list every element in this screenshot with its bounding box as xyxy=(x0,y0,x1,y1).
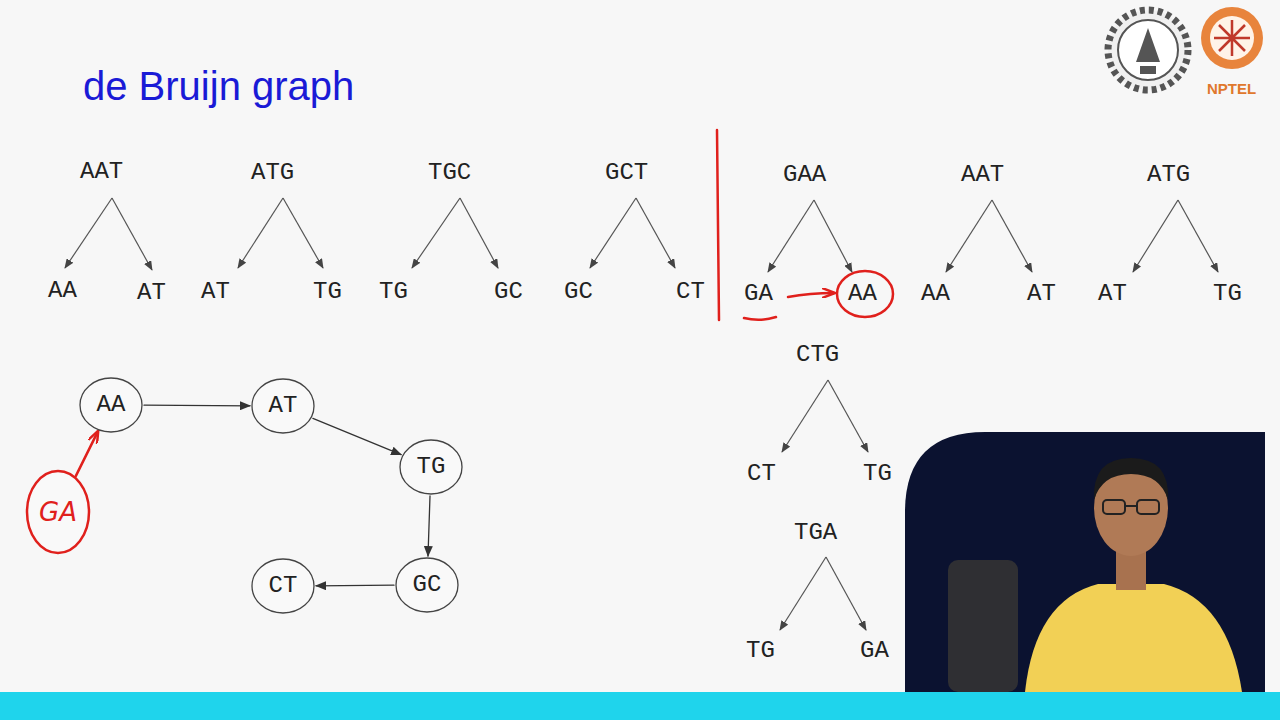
nptel-logo xyxy=(1201,7,1263,69)
edge-arrow xyxy=(313,418,401,454)
prefix-suffix-label: AT xyxy=(1098,282,1127,306)
split-line xyxy=(1178,200,1218,272)
circle-shape xyxy=(252,379,314,433)
prefix-suffix-label: AA xyxy=(48,279,77,303)
prefix-suffix-label: TG xyxy=(1213,282,1242,306)
circle-shape xyxy=(252,559,314,613)
kmer-label: ATG xyxy=(251,161,294,185)
bridge xyxy=(1125,505,1137,507)
logo-text: NPTEL xyxy=(1207,81,1256,96)
node-label: GC xyxy=(413,573,442,597)
red-edge-arrow xyxy=(76,432,98,476)
split-line xyxy=(112,198,152,270)
node-label: GA xyxy=(39,499,77,525)
red-circle xyxy=(837,271,893,317)
split-line xyxy=(828,380,868,452)
split-line xyxy=(814,200,852,272)
slide-title: de Bruijn graph xyxy=(83,64,354,108)
node-label: CT xyxy=(269,574,298,598)
lens xyxy=(1137,500,1159,514)
kmer-label: CTG xyxy=(796,343,839,367)
graph-node-circle: GA xyxy=(26,470,90,554)
edge-arrow xyxy=(144,405,250,407)
prefix-suffix-label: CT xyxy=(676,280,705,304)
split-line xyxy=(636,198,675,268)
presenter-video xyxy=(905,432,1265,692)
prefix-suffix-label: AA xyxy=(848,282,877,306)
kmer-label: GCT xyxy=(605,161,648,185)
nptel-disc xyxy=(1201,7,1263,69)
graph-node-circle: AT xyxy=(251,378,315,434)
graph-node-circle: TG xyxy=(399,439,463,495)
nptel-inner xyxy=(1210,16,1254,60)
split-line xyxy=(826,557,866,630)
prefix-suffix-label: TG xyxy=(313,280,342,304)
red-annotations xyxy=(717,130,893,320)
prefix-suffix-label: GA xyxy=(860,639,889,663)
graph-node-circle: CT xyxy=(251,558,315,614)
edge-arrow xyxy=(428,496,430,556)
hair xyxy=(1094,458,1168,500)
split-line xyxy=(460,198,498,268)
node-label: AA xyxy=(97,393,126,417)
gear-inner xyxy=(1118,20,1178,80)
node-label: AT xyxy=(269,394,298,418)
glasses xyxy=(1103,500,1159,514)
prefix-suffix-label: TG xyxy=(746,639,775,663)
split-line xyxy=(946,200,992,272)
prefix-suffix-label: TG xyxy=(863,462,892,486)
divider-line xyxy=(717,130,719,320)
emblem xyxy=(1136,28,1160,74)
split-line xyxy=(412,198,460,268)
kmer-label: AAT xyxy=(80,160,123,184)
circle-shape xyxy=(396,558,458,612)
red-arrow xyxy=(788,293,834,297)
iit-logo xyxy=(1108,10,1188,90)
prefix-suffix-label: AT xyxy=(1027,282,1056,306)
prefix-suffix-label: AT xyxy=(137,281,166,305)
prefix-suffix-label: GC xyxy=(564,280,593,304)
node-label: TG xyxy=(417,455,446,479)
lens xyxy=(1103,500,1125,514)
prefix-suffix-label: TG xyxy=(379,280,408,304)
prefix-suffix-label: AA xyxy=(921,282,950,306)
graph-node-circle: AA xyxy=(79,377,143,433)
edge-arrow xyxy=(316,585,394,587)
prefix-suffix-label: GA xyxy=(744,282,773,306)
circle-shape xyxy=(27,471,89,553)
circle-shape xyxy=(400,440,462,494)
circle-shape xyxy=(80,378,142,432)
kmer-label: ATG xyxy=(1147,163,1190,187)
split-line xyxy=(992,200,1032,272)
graph-node-circle: GC xyxy=(395,557,459,613)
gear xyxy=(1108,10,1188,90)
split-line xyxy=(65,198,112,268)
split-line xyxy=(780,557,826,630)
split-line xyxy=(590,198,636,268)
split-line xyxy=(782,380,828,452)
chair xyxy=(948,560,1018,692)
kmer-label: TGA xyxy=(794,521,837,545)
bottom-bar xyxy=(0,692,1280,720)
split-line xyxy=(1133,200,1178,272)
video-panel xyxy=(905,432,1265,692)
split-line xyxy=(238,198,283,268)
kmer-label: TGC xyxy=(428,161,471,185)
split-line xyxy=(283,198,323,268)
prefix-suffix-label: GC xyxy=(494,280,523,304)
prefix-suffix-label: CT xyxy=(747,462,776,486)
kmer-label: AAT xyxy=(961,163,1004,187)
kmer-label: GAA xyxy=(783,163,826,187)
nptel-star xyxy=(1214,20,1250,56)
underline xyxy=(744,317,776,320)
prefix-suffix-label: AT xyxy=(201,280,230,304)
split-line xyxy=(768,200,814,272)
shirt xyxy=(1025,584,1242,692)
